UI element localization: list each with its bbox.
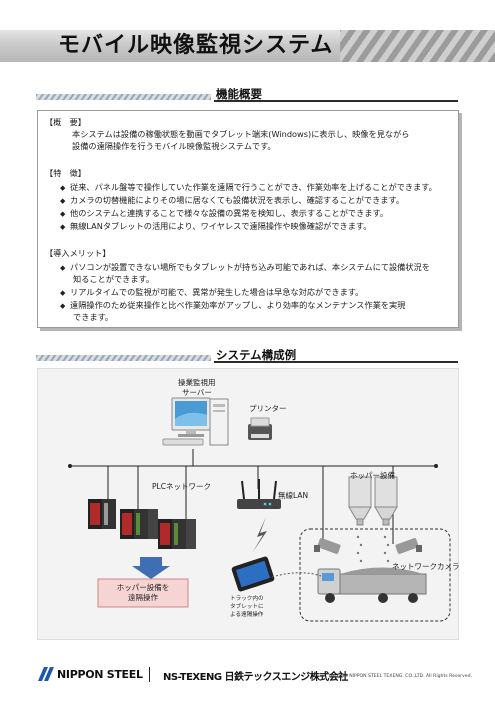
diamond-bullet-icon: ◆ [60,289,66,297]
system-section-title: システム構成例 [216,348,297,362]
tablet-label-1: トラック内の [230,596,264,602]
bus-endpoint [434,464,438,468]
overview-section-header: 機能概要 [36,86,458,102]
merit-text: パソコンが設置できない場所でもタブレットが持ち込み可能であれば、本システムにて設… [70,262,430,272]
diamond-bullet-icon: ◆ [60,197,66,205]
falling-material [356,535,390,563]
features-heading: 【特 徴】 [45,168,86,178]
remote-operation-box [97,578,189,608]
down-arrow-icon [132,557,170,579]
company-name: NS-TEXENG 日鉄テックスエンジ株式会社 [163,672,348,683]
hopper-silo-icon [374,476,398,526]
network-camera-label: ネットワークカメラ [392,562,460,571]
section-underline [214,100,458,102]
hopper-silo-icon [348,476,372,526]
system-diagram: 操業監視用 サーバー プリンター PLCネットワーク 無線LAN ホッパー設備 … [37,368,460,640]
overview-box: 【概 要】 本システムは設備の稼働状態を動画でタブレット端末(Windows)に… [37,110,459,328]
plc-network-label: PLCネットワーク [152,482,211,491]
remote-box-label-1: ホッパー設備を [116,583,170,592]
summary-line-1: 本システムは設備の稼働状態を動画でタブレット端末(Windows)に表示し、映像… [72,129,410,139]
system-section-header: システム構成例 [36,347,458,363]
hopper-label: ホッパー設備 [350,471,395,480]
wireless-router-icon [237,479,281,509]
nippon-steel-logo-icon [38,667,54,681]
feature-item: ◆ 他のシステムと連携することで様々な設備の異常を検知し、表示することができます。 [60,207,388,220]
tablet-icon [231,556,275,592]
plc-rack-icon [120,509,158,539]
tablet-link [271,572,322,578]
title-banner: モバイル映像監視システム [0,24,495,68]
nippon-steel-wordmark: NIPPON STEEL [57,668,143,681]
tablet-label-2: タブレットに [230,604,264,610]
plc-rack-icon [158,519,196,549]
diamond-bullet-icon: ◆ [60,264,66,272]
network-camera-icon [314,538,341,554]
footer: NIPPON STEEL NS-TEXENG 日鉄テックスエンジ株式会社 © 2… [0,665,495,687]
section-decor-line [36,355,211,361]
remote-box-label-2: 遠隔操作 [128,593,158,602]
merit-text: 遠隔操作のため従来操作と比べ作業効率がアップし、より効率的なメンテナンス作業を実… [70,300,406,310]
tablet-label-3: よる遠隔操作 [230,612,264,618]
diagram-graphics [68,397,451,622]
bus-endpoint [68,464,72,468]
merit-item: ◆ パソコンが設置できない場所でもタブレットが持ち込み可能であれば、本システムにて… [60,261,430,274]
footer-divider [149,667,150,682]
server-tower-icon [209,398,229,446]
merit-text-cont: できます。 [73,312,114,322]
merits-heading: 【導入メリット】 [45,248,111,258]
diamond-bullet-icon: ◆ [60,302,66,310]
feature-text: カメラの切替機能によりその場に居なくても設備状況を表示し、確認することができます… [70,195,405,205]
feature-item: ◆ 無線LANタブレットの活用により、ワイヤレスで遠隔操作や映像確認ができます。 [60,220,371,233]
diamond-bullet-icon: ◆ [60,184,66,192]
feature-text: 従来、パネル盤等で操作していた作業を遠隔で行うことができ、作業効率を上げることが… [70,182,437,192]
server-label-2: サーバー [182,388,212,397]
diamond-bullet-icon: ◆ [60,210,66,218]
printer-icon [248,417,272,440]
network-camera-icon [395,538,422,554]
merit-item: ◆ リアルタイムでの監視が可能で、異常が発生した場合は早急な対応ができます。 [60,286,363,299]
wireless-signal-icon [252,517,267,553]
wlan-label: 無線LAN [278,491,309,500]
merit-text: リアルタイムでの監視が可能で、異常が発生した場合は早急な対応ができます。 [70,287,364,297]
feature-text: 無線LANタブレットの活用により、ワイヤレスで遠隔操作や映像確認ができます。 [70,221,372,231]
merit-item: ◆ 遠隔操作のため従来操作と比べ作業効率がアップし、より効率的なメンテナンス作業を… [60,299,405,312]
server-label-1: 操業監視用 [178,378,216,387]
copyright-text: © 2019 NIPPON STEEL TEXENG. CO.,LTD. All… [330,674,472,679]
summary-line-2: 設備の遠隔操作を行うモバイル映像監視システムです。 [72,141,276,151]
page-title: モバイル映像監視システム [58,33,334,58]
server-monitor-icon [162,397,211,446]
remote-area-boundary [299,528,451,622]
truck-icon [317,567,427,603]
summary-heading: 【概 要】 [45,117,86,127]
printer-label: プリンター [249,404,287,413]
diamond-bullet-icon: ◆ [60,223,66,231]
banner-stripe [340,30,495,62]
section-underline [214,361,458,363]
feature-text: 他のシステムと連携することで様々な設備の異常を検知し、表示することができます。 [70,208,389,218]
feature-item: ◆ 従来、パネル盤等で操作していた作業を遠隔で行うことができ、作業効率を上げること… [60,181,437,194]
merit-text-cont: 知ることができます。 [73,274,155,284]
overview-section-title: 機能概要 [216,87,262,101]
plc-rack-icon [88,499,116,529]
section-decor-line [36,94,211,100]
feature-item: ◆ カメラの切替機能によりその場に居なくても設備状況を表示し、確認することができま… [60,194,404,207]
